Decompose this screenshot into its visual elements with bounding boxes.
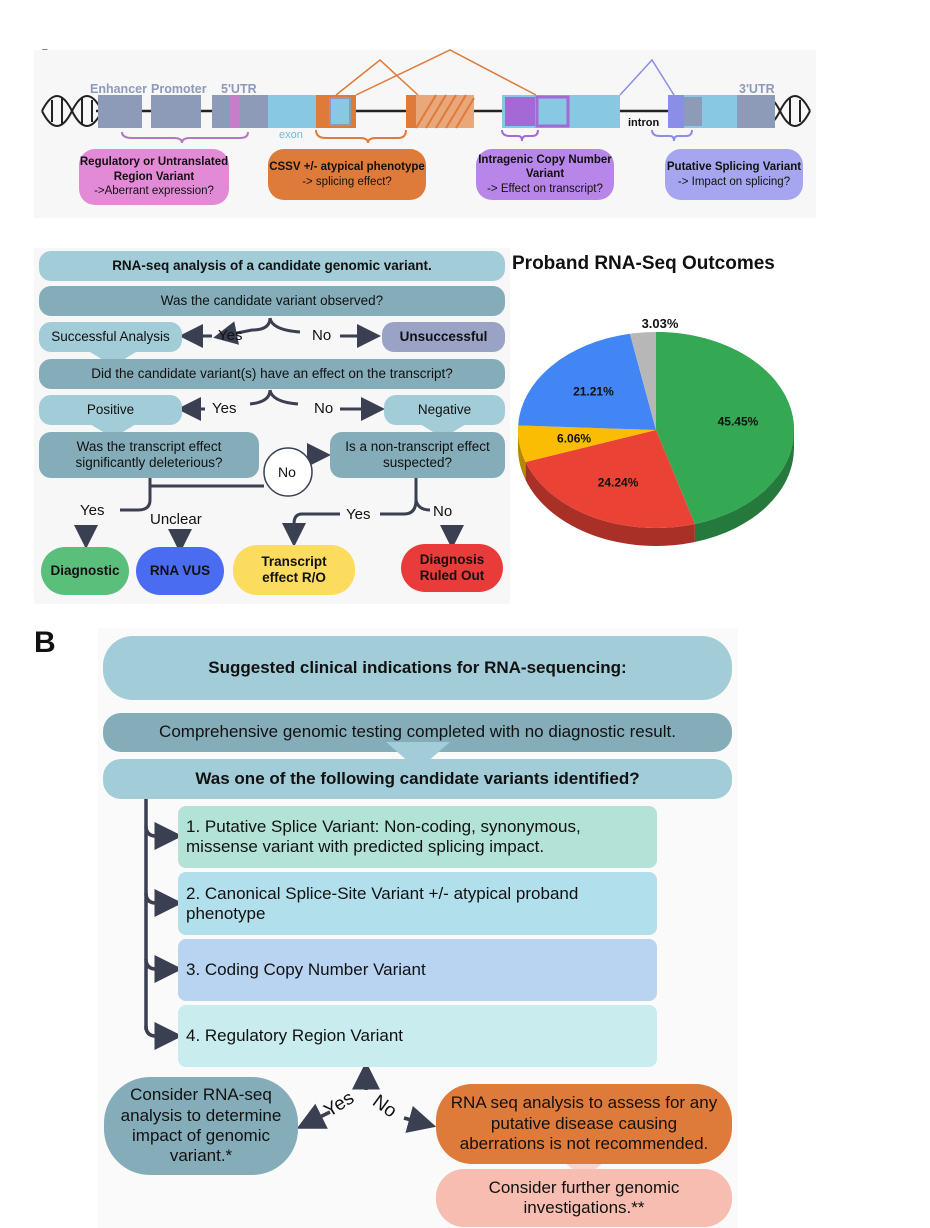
bubble-cssv-sub: -> splicing effect? [302, 175, 392, 188]
fc-yes-2: Yes [212, 400, 237, 417]
fc-no-4: No [433, 503, 453, 520]
bubble-cnv-title: Intragenic Copy Number Variant [478, 153, 612, 181]
b-title: Suggested clinical indications for RNA-s… [103, 636, 732, 700]
pie-label-4: 3.03% [642, 316, 679, 331]
pie-chart-title: Proband RNA-Seq Outcomes [512, 253, 775, 274]
flowchart-a-connectors [74, 294, 466, 553]
pie-label-0: 45.45% [718, 415, 759, 429]
gene-label-enhancer: Enhancer [90, 82, 147, 96]
fc-negative: Negative [384, 395, 505, 425]
bubble-cssv-variant: CSSV +/- atypical phenotype -> splicing … [268, 149, 426, 200]
fc-outcome-diagnostic: Diagnostic [41, 547, 129, 595]
fc-q1: Was the candidate variant observed? [39, 286, 505, 316]
fc-unclear: Unclear [150, 511, 202, 528]
pie-label-1: 24.24% [598, 475, 639, 489]
gene-label-exon: exon [279, 129, 303, 141]
pie-slice-0 [656, 332, 794, 525]
bubble-splicing-variant: Putative Splicing Variant -> Impact on s… [665, 149, 803, 200]
b-item-2: 2. Canonical Splice-Site Variant +/- aty… [178, 872, 657, 935]
fc-no-1: No [312, 327, 332, 344]
pie-slice-1 [525, 430, 695, 528]
fc-success: Successful Analysis [39, 322, 182, 352]
dna-helix-left-icon [41, 95, 103, 127]
gene-label-3utr: 3'UTR [739, 82, 775, 96]
fc-outcome-ro: Transcript effect R/O [233, 545, 355, 595]
bubble-regulatory-title: Regulatory or Untranslated Region Varian… [79, 156, 229, 183]
fc-yes-1: Yes [218, 327, 243, 344]
fc-unsuccessful: Unsuccessful [382, 322, 505, 352]
bubble-splicing-sub: -> Impact on splicing? [677, 175, 791, 188]
gene-label-promoter: Promoter [151, 82, 207, 96]
gene-diagram [41, 49, 811, 144]
pie-label-2: 6.06% [557, 431, 591, 445]
pie-slice-4 [629, 332, 656, 430]
b-arrow-triangle-1 [386, 742, 450, 770]
fc-yes-3: Yes [80, 502, 105, 519]
b-no-followup: Consider further genomic investigations.… [436, 1169, 732, 1227]
fc-yes-4: Yes [346, 506, 371, 523]
b-item-3: 3. Coding Copy Number Variant [178, 939, 657, 1001]
bubble-cssv-title: CSSV +/- atypical phenotype [269, 161, 425, 174]
bubble-regulatory-sub: ->Aberrant expression? [94, 185, 214, 198]
b-question: Was one of the following candidate varia… [103, 759, 732, 799]
fc-positive: Positive [39, 395, 182, 425]
pie-slice-3 [518, 333, 656, 430]
gene-label-5utr: 5'UTR [221, 82, 257, 96]
fc-outcome-ruled-out: Diagnosis Ruled Out [401, 544, 503, 592]
fc-no-3: No [278, 464, 296, 480]
fc-q3: Was the transcript effect significantly … [39, 432, 259, 478]
b-item-1: 1. Putative Splice Variant: Non-coding, … [178, 806, 657, 868]
b-yes-outcome: Consider RNA-seq analysis to determine i… [104, 1077, 298, 1175]
fc-outcome-vus: RNA VUS [136, 547, 224, 595]
panel-b-letter: B [34, 626, 56, 659]
pie-label-3: 21.21% [573, 384, 614, 398]
fc-q2: Did the candidate variant(s) have an eff… [39, 359, 505, 389]
pie-side-0 [694, 430, 794, 543]
gene-label-intron: intron [628, 117, 660, 129]
fc-no-2: No [314, 400, 334, 417]
pie-side-2 [518, 430, 526, 481]
pie-chart: 45.45% 24.24% 6.06% 21.21% 3.03% [518, 316, 794, 546]
b-item-4: 4. Regulatory Region Variant [178, 1005, 657, 1067]
pie-slice-2 [518, 425, 656, 463]
b-no-outcome: RNA seq analysis to assess for any putat… [436, 1084, 732, 1164]
fc-q4: Is a non-transcript effect suspected? [330, 432, 505, 478]
fc-header: RNA-seq analysis of a candidate genomic … [39, 251, 505, 281]
bubble-cnv-sub: -> Effect on transcript? [487, 182, 603, 195]
pie-side-1 [525, 462, 695, 546]
bubble-splicing-title: Putative Splicing Variant [666, 161, 802, 174]
bubble-cnv-variant: Intragenic Copy Number Variant -> Effect… [476, 149, 614, 200]
bubble-regulatory-variant: Regulatory or Untranslated Region Varian… [79, 149, 229, 205]
